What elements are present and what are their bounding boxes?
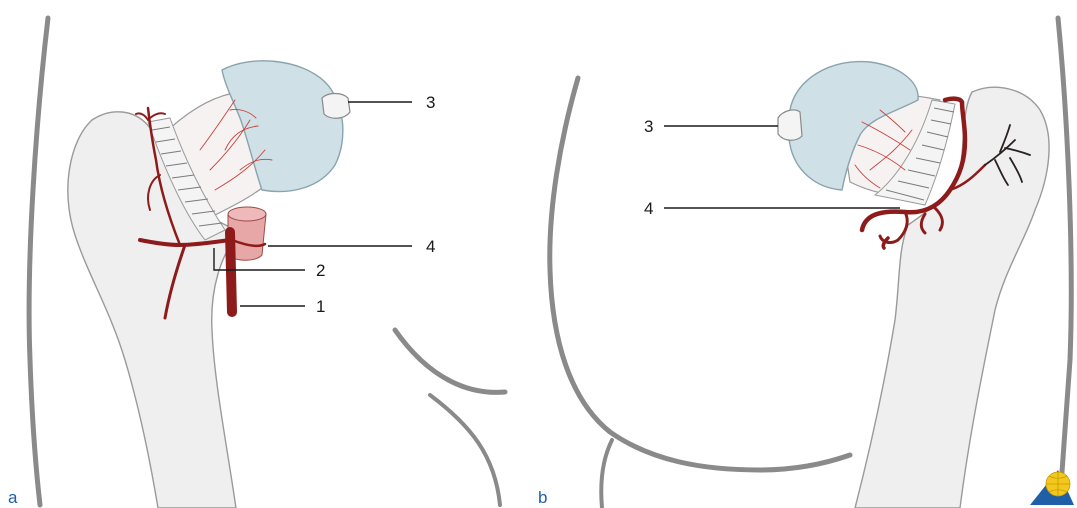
label-a-3: 3 — [426, 93, 435, 112]
trochanter-branches-b — [984, 124, 1031, 186]
leader-a-2 — [213, 248, 305, 271]
gluteal-fold-b — [599, 438, 614, 508]
globe-triangle-logo-icon — [1030, 470, 1074, 505]
femoral-head-cartilage — [221, 60, 344, 193]
label-a-2: 2 — [316, 261, 325, 280]
body-outline-left — [26, 15, 51, 508]
arteries-b — [859, 96, 987, 250]
label-a-4: 4 — [426, 237, 435, 256]
panel-label-b: b — [538, 488, 547, 507]
arteries-a — [135, 106, 267, 320]
body-outline-right — [1055, 15, 1074, 503]
label-b-3: 3 — [644, 117, 653, 136]
buttock-outline — [392, 327, 508, 395]
label-a-1: 1 — [316, 297, 325, 316]
retinacular-artery-b — [859, 96, 968, 233]
capillaries-a — [199, 99, 273, 191]
capillaries-b — [854, 109, 913, 189]
joint-capsule-band — [147, 117, 226, 241]
panel-a: 3 4 2 1 a — [8, 15, 508, 508]
capsule-hatch-b — [885, 107, 955, 201]
femoral-head-cartilage-b — [787, 60, 919, 191]
muscle-stump-top — [227, 206, 267, 222]
fovea-ligament — [321, 92, 351, 119]
joint-capsule-band-b — [873, 99, 956, 206]
panel-b: 3 4 b — [538, 15, 1074, 508]
buttock-outline-lower — [428, 393, 502, 507]
label-b-4: 4 — [644, 199, 653, 218]
medial-circumflex-artery — [225, 227, 237, 317]
panel-label-a: a — [8, 488, 18, 507]
fovea-ligament-b — [777, 109, 803, 141]
buttock-outline-b — [547, 75, 853, 473]
capsule-hatch-a — [151, 126, 223, 227]
